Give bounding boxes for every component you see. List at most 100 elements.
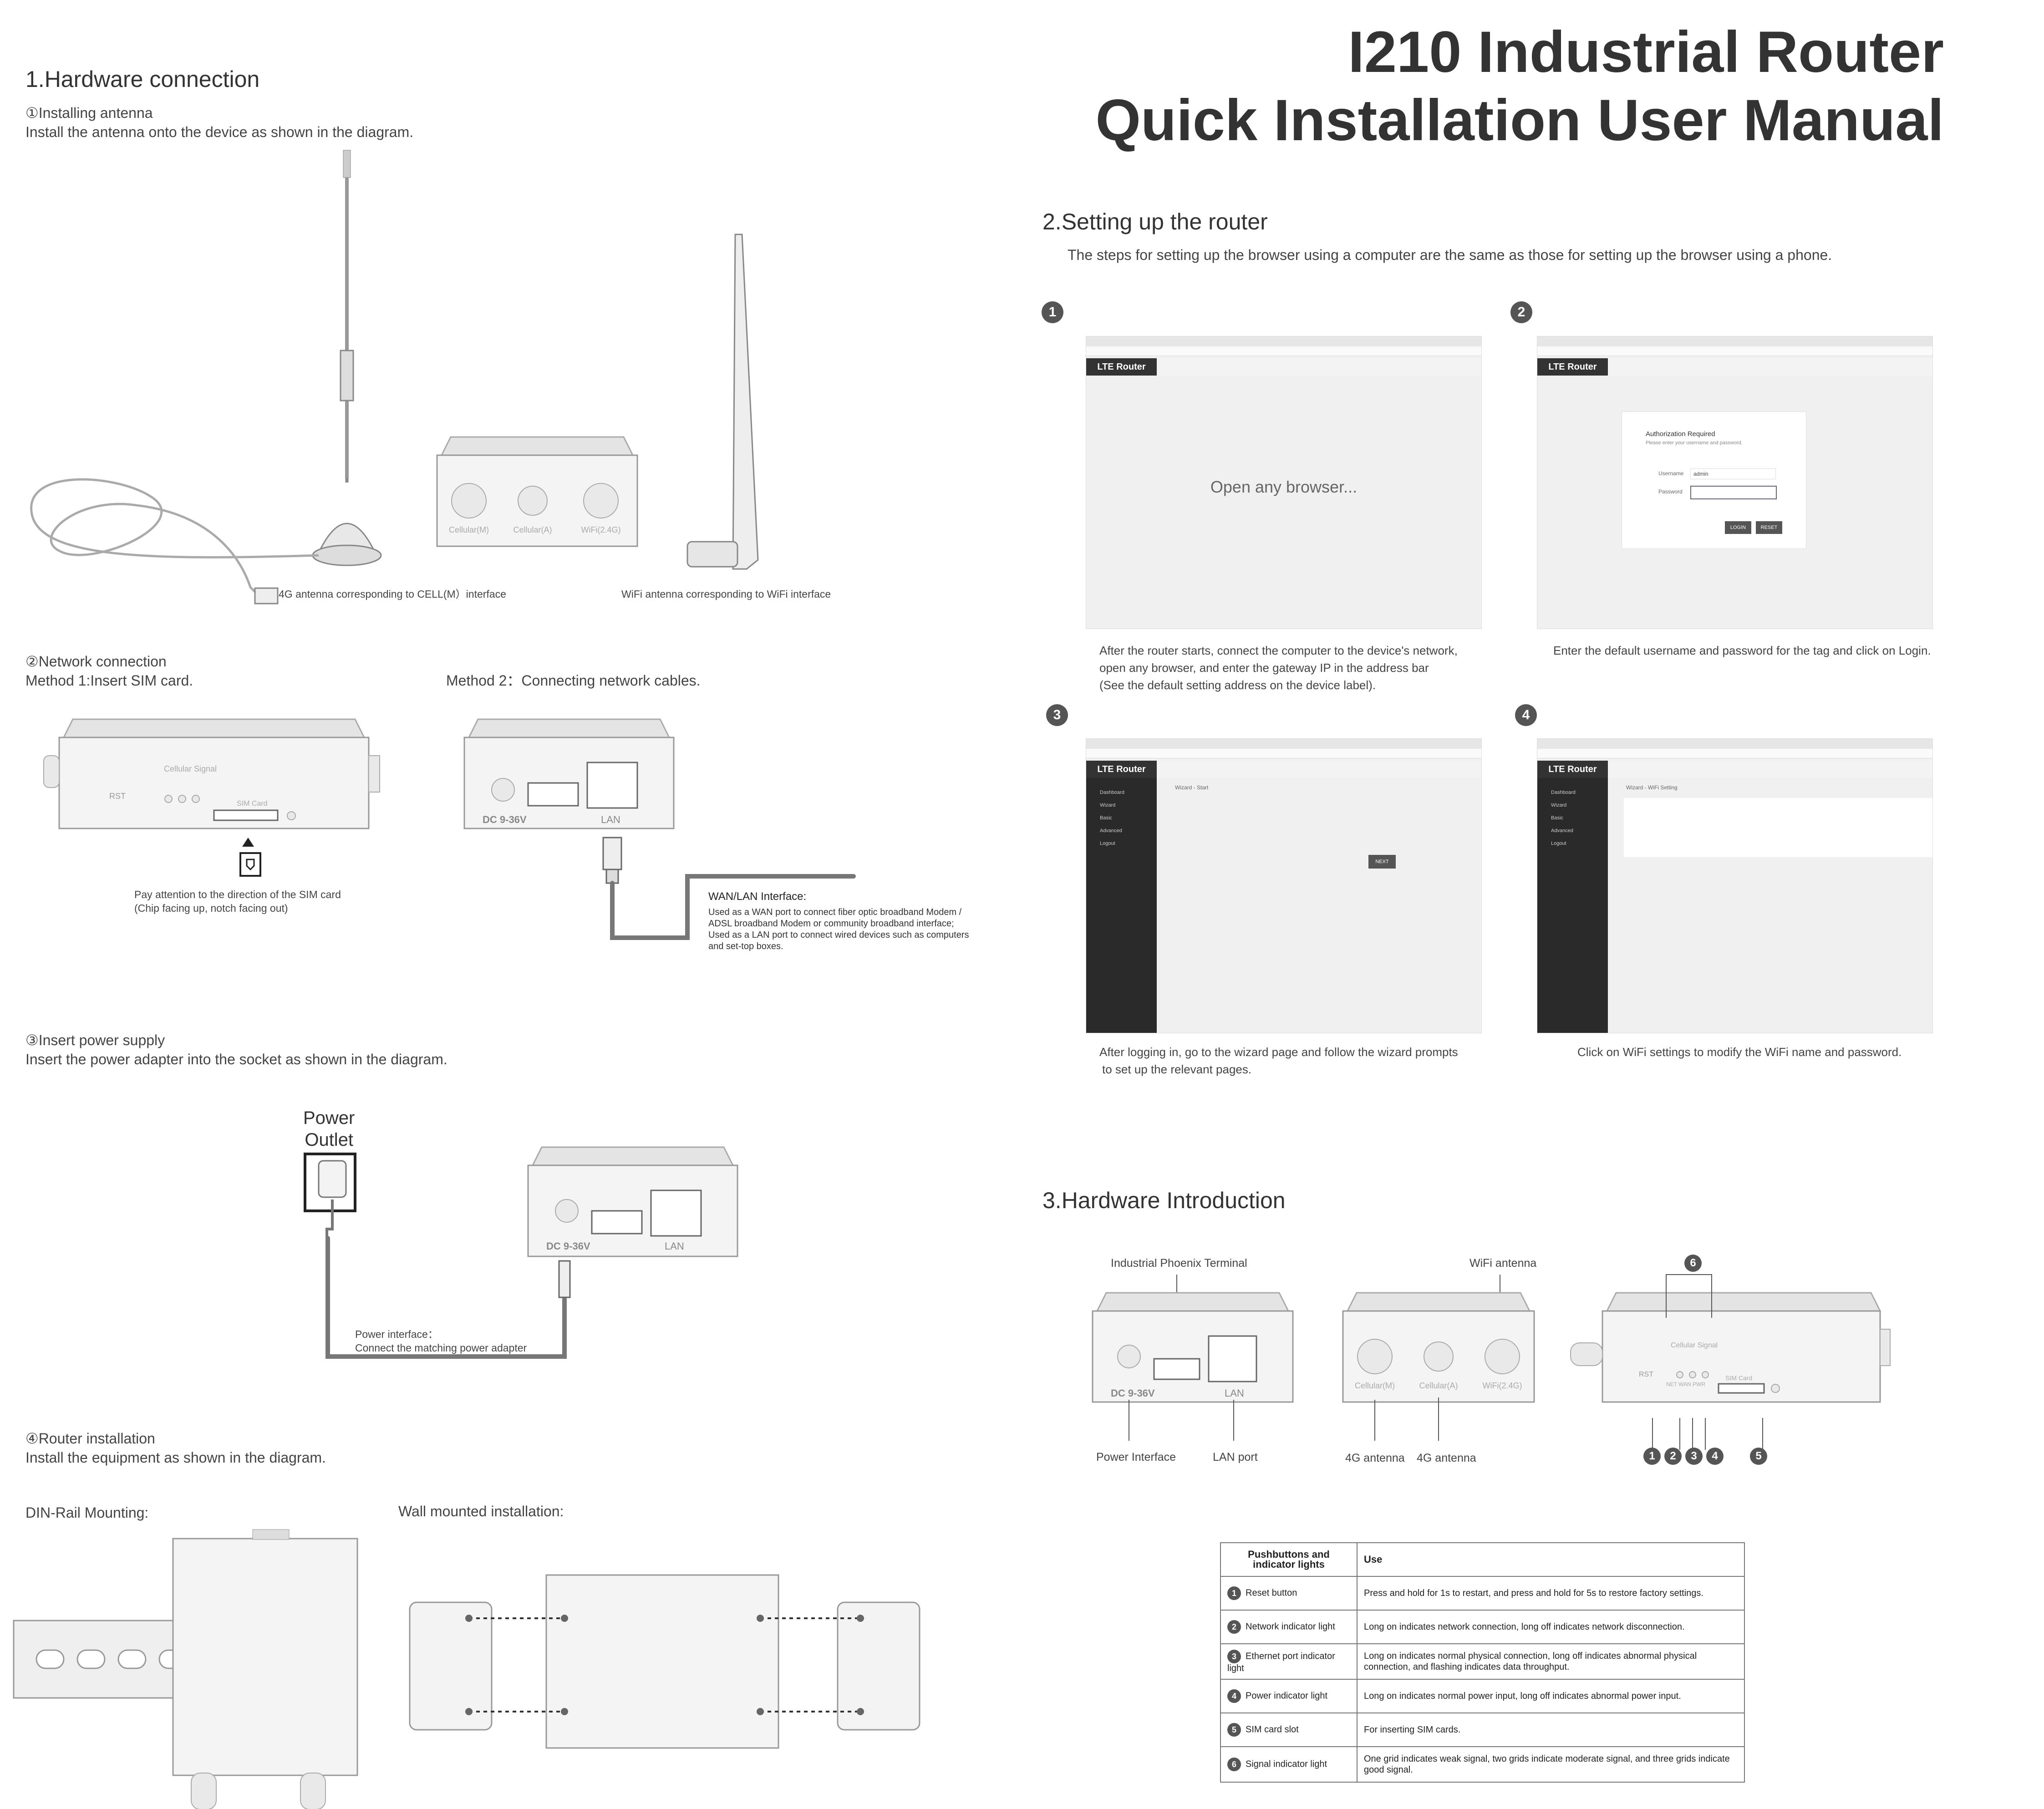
title-line-2: Quick Installation User Manual	[1095, 88, 1944, 153]
auth-subtitle: Please enter your username and password.	[1646, 440, 1743, 446]
section3-heading: 3.Hardware Introduction	[1042, 1188, 1286, 1213]
row-number: 1	[1227, 1586, 1241, 1600]
reset-button[interactable]: RESET	[1756, 521, 1782, 534]
wan-lan-title: WAN/LAN Interface:	[708, 890, 807, 903]
lte-brand-3: LTE Router	[1086, 761, 1157, 778]
step1-title: ①Installing antenna	[25, 105, 153, 121]
device-label-cellular-a: Cellular(A)	[513, 525, 552, 534]
wall-mount-label: Wall mounted installation:	[398, 1503, 564, 1519]
row-number: 4	[1227, 1689, 1241, 1703]
wizard-title: Wizard - Start	[1175, 784, 1209, 791]
next-button[interactable]: NEXT	[1368, 855, 1396, 869]
hardware-intro-illustration: DC 9-36V LAN Cellular(M) Cellular(A) WiF…	[1092, 1274, 1891, 1450]
menu-basic-2[interactable]: Basic	[1551, 815, 1563, 821]
rst-label: RST	[109, 792, 126, 801]
menu-wizard-2[interactable]: Wizard	[1551, 803, 1567, 808]
hw-label-cellular-a: Cellular(A)	[1419, 1381, 1458, 1390]
power-connection-illustration: DC 9-36V LAN	[304, 1146, 738, 1359]
menu-logout[interactable]: Logout	[1100, 841, 1115, 846]
dc-label-2: DC 9-36V	[546, 1240, 590, 1252]
table-row: 5 SIM card slot For inserting SIM cards.	[1220, 1712, 1745, 1747]
step3-caption: After logging in, go to the wizard page …	[1099, 1043, 1458, 1078]
device-label-wifi: WiFi(2.4G)	[581, 525, 621, 534]
menu-logout-2[interactable]: Logout	[1551, 841, 1566, 846]
table-header-use: Use	[1357, 1542, 1745, 1577]
dc-label-3: DC 9-36V	[1111, 1387, 1155, 1399]
row-use: For inserting SIM cards.	[1357, 1712, 1745, 1747]
lte-brand-1: LTE Router	[1086, 358, 1157, 376]
power-outlet-label: Power Outlet	[303, 1107, 355, 1151]
method1-label: Method 1:Insert SIM card.	[25, 672, 193, 689]
row-use: Press and hold for 1s to restart, and pr…	[1357, 1576, 1745, 1611]
step3-title: ③Insert power supply	[25, 1032, 165, 1048]
step3-text: Insert the power adapter into the socket…	[25, 1051, 447, 1067]
sim-caption-1: Pay attention to the direction of the SI…	[134, 889, 341, 900]
row-number: 2	[1227, 1620, 1241, 1634]
screenshot-login: LTE Router Authorization Required Please…	[1537, 336, 1933, 629]
power-outlet-line-1: Power	[303, 1108, 355, 1128]
menu-wizard[interactable]: Wizard	[1100, 803, 1116, 808]
open-browser-text: Open any browser...	[1210, 478, 1358, 496]
hw-sim-label: SIM Card	[1725, 1374, 1752, 1382]
dc-label-1: DC 9-36V	[483, 814, 527, 825]
screenshot-open-browser: LTE Router Open any browser...	[1086, 336, 1482, 629]
lte-brand-2: LTE Router	[1537, 358, 1608, 376]
wall-mount-illustration	[409, 1574, 920, 1749]
step2-title: ②Network connection	[25, 653, 167, 670]
step3-caption-line-1: After logging in, go to the wizard page …	[1099, 1045, 1458, 1059]
wan-line-1: Used as a WAN port to connect fiber opti…	[708, 907, 962, 917]
sim-card-label: SIM Card	[237, 800, 268, 808]
lan-label-1: LAN	[601, 814, 620, 825]
row-name: Ethernet port indicator light	[1227, 1651, 1335, 1673]
auth-title: Authorization Required	[1646, 430, 1715, 438]
row-name: Power indicator light	[1246, 1691, 1328, 1701]
login-button[interactable]: LOGIN	[1725, 521, 1751, 534]
wizard-side-menu: Dashboard Wizard Basic Advanced Logout	[1086, 778, 1157, 1033]
method2-label: Method 2：Connecting network cables.	[446, 672, 701, 689]
step1-caption-line-3: (See the default setting address on the …	[1099, 678, 1376, 692]
label-wifi-antenna: WiFi antenna	[1469, 1257, 1537, 1270]
callout-3: 3	[1685, 1448, 1703, 1465]
row-name: Signal indicator light	[1246, 1759, 1327, 1769]
wifi-antenna-illustration	[686, 234, 759, 570]
wan-line-3: Used as a LAN port to connect wired devi…	[708, 930, 969, 940]
lte-brand-4: LTE Router	[1537, 761, 1608, 778]
callout-4: 4	[1706, 1448, 1724, 1465]
menu-dashboard-2[interactable]: Dashboard	[1551, 790, 1576, 795]
username-input[interactable]: admin	[1690, 468, 1776, 479]
menu-basic[interactable]: Basic	[1100, 815, 1112, 821]
row-number: 3	[1227, 1649, 1241, 1663]
screenshot-wizard: LTE Router Dashboard Wizard Basic Advanc…	[1086, 738, 1482, 1033]
row-use: Long on indicates normal physical connec…	[1357, 1643, 1745, 1680]
callout-5: 5	[1750, 1448, 1767, 1465]
label-4g-antenna-2: 4G antenna	[1417, 1452, 1476, 1464]
step1-text: Install the antenna onto the device as s…	[25, 124, 414, 140]
menu-dashboard[interactable]: Dashboard	[1100, 790, 1124, 795]
wan-line-4: and set-top boxes.	[708, 941, 783, 951]
callout-1: 1	[1643, 1448, 1661, 1465]
row-use: One grid indicates weak signal, two grid…	[1357, 1746, 1745, 1783]
row-number: 5	[1227, 1723, 1241, 1737]
step1-caption-line-2: open any browser, and enter the gateway …	[1099, 661, 1429, 675]
section2-heading: 2.Setting up the router	[1042, 209, 1268, 234]
password-label: Password	[1658, 488, 1683, 495]
caption-wifi-antenna: WiFi antenna corresponding to WiFi inter…	[621, 588, 831, 600]
menu-advanced-2[interactable]: Advanced	[1551, 828, 1573, 833]
wifi-setting-form	[1624, 798, 1932, 857]
password-input[interactable]	[1690, 486, 1777, 499]
row-use: Long on indicates network connection, lo…	[1357, 1610, 1745, 1644]
4g-antenna-illustration	[30, 150, 382, 605]
row-name: SIM card slot	[1246, 1724, 1299, 1735]
router-lan-connection: DC 9-36V LAN	[463, 718, 856, 940]
router-front-antenna-view: Cellular(M) Cellular(A) WiFi(2.4G)	[436, 436, 638, 547]
menu-advanced[interactable]: Advanced	[1100, 828, 1122, 833]
title-line-1: I210 Industrial Router	[1348, 20, 1944, 85]
auth-panel: Authorization Required Please enter your…	[1622, 412, 1806, 549]
callout-2: 2	[1664, 1448, 1682, 1465]
wifi-side-menu: Dashboard Wizard Basic Advanced Logout	[1537, 778, 1608, 1033]
